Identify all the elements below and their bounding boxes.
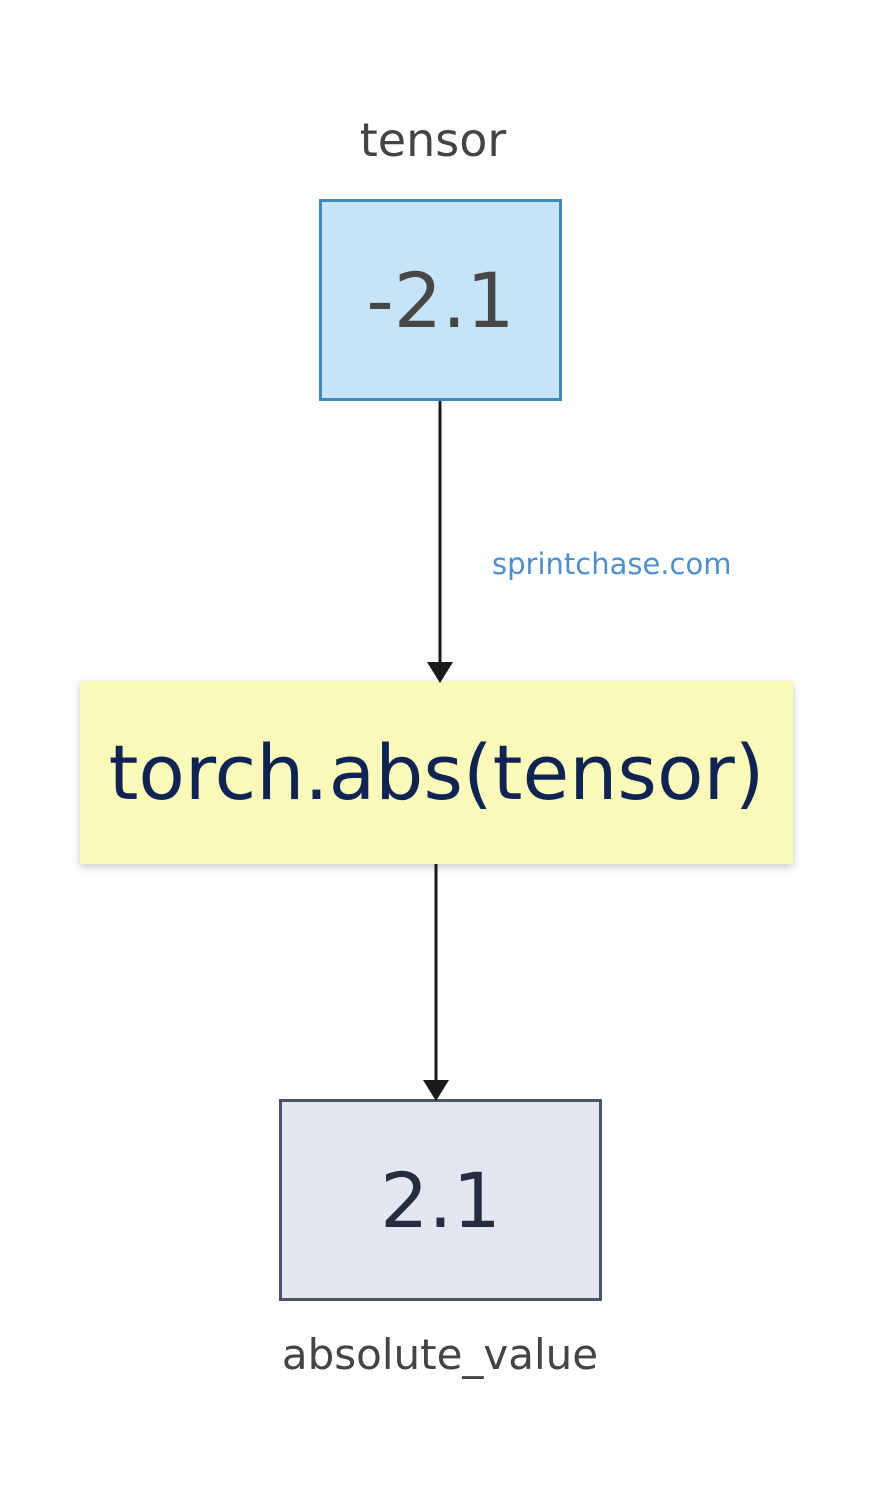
function-text: torch.abs(tensor) xyxy=(108,728,765,817)
output-label: absolute_value xyxy=(281,1330,599,1379)
arrow-function-to-output xyxy=(423,864,449,1101)
function-box: torch.abs(tensor) xyxy=(80,681,793,864)
input-tensor-value: -2.1 xyxy=(366,255,515,345)
arrowhead xyxy=(423,1080,449,1101)
output-value-box: 2.1 xyxy=(279,1099,602,1301)
output-value: 2.1 xyxy=(380,1155,501,1245)
watermark: sprintchase.com xyxy=(492,547,732,581)
input-tensor-box: -2.1 xyxy=(319,199,562,401)
arrowhead xyxy=(427,662,453,683)
input-tensor-label: tensor xyxy=(359,113,507,167)
arrow-input-to-function xyxy=(427,401,453,683)
